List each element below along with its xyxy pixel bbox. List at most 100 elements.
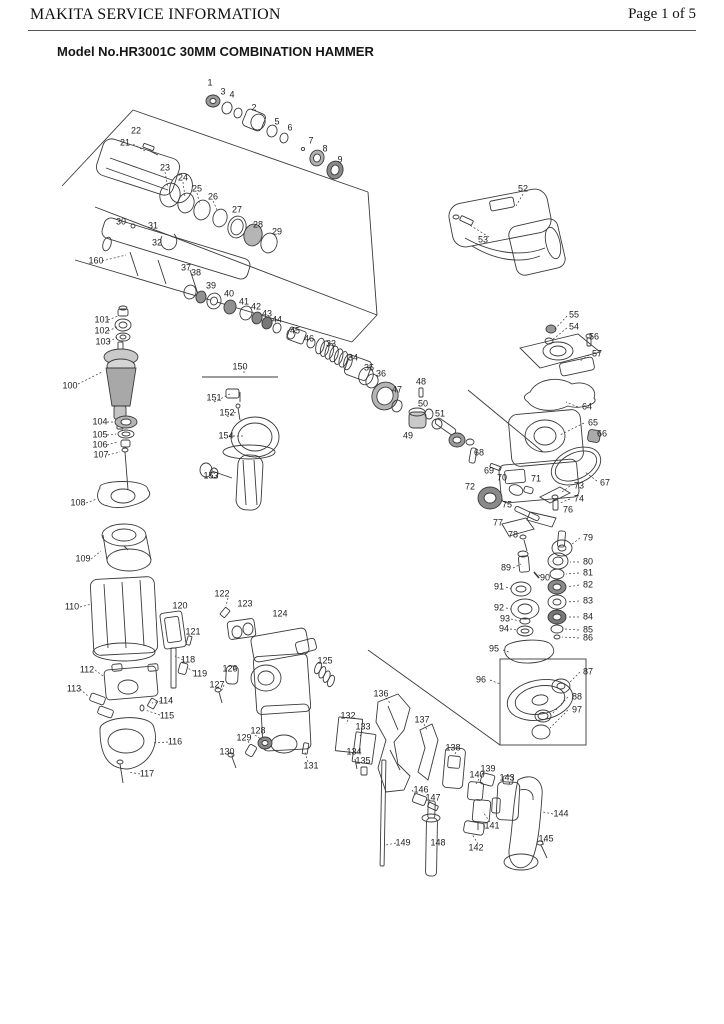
part-label-123: 123 (237, 598, 253, 609)
part-label-126: 126 (222, 663, 238, 674)
part-label-151: 151 (206, 392, 222, 403)
part-label-56: 56 (588, 331, 600, 342)
part-label-26: 26 (207, 191, 219, 202)
part-label-149: 149 (395, 837, 411, 848)
part-label-1: 1 (207, 77, 213, 88)
part-label-37: 37 (180, 262, 192, 273)
part-label-79: 79 (582, 532, 594, 543)
part-label-75: 75 (501, 499, 513, 510)
model-title: Model No.HR3001C 30MM COMBINATION HAMMER (57, 44, 374, 59)
part-label-42: 42 (250, 301, 262, 312)
part-label-124: 124 (272, 608, 288, 619)
part-label-38: 38 (190, 267, 202, 278)
part-label-71: 71 (530, 473, 542, 484)
part-label-7: 7 (308, 135, 314, 146)
part-label-120: 120 (172, 600, 188, 611)
part-label-118: 118 (180, 654, 196, 665)
part-label-6: 6 (287, 122, 293, 133)
part-label-21: 21 (119, 137, 131, 148)
part-label-101: 101 (94, 314, 110, 325)
part-label-55: 55 (568, 309, 580, 320)
part-label-137: 137 (414, 714, 430, 725)
part-label-29: 29 (271, 226, 283, 237)
part-label-36: 36 (375, 368, 387, 379)
part-label-102: 102 (94, 325, 110, 336)
part-label-35: 35 (363, 362, 375, 373)
part-label-72: 72 (464, 481, 476, 492)
part-label-116: 116 (167, 736, 183, 747)
part-label-88: 88 (571, 691, 583, 702)
part-label-51: 51 (434, 408, 446, 419)
part-label-52: 52 (517, 183, 529, 194)
part-label-141: 141 (484, 820, 500, 831)
header-divider (28, 30, 696, 31)
part-label-69: 69 (483, 465, 495, 476)
part-label-70: 70 (496, 472, 508, 483)
part-label-81: 81 (582, 567, 594, 578)
part-label-31: 31 (147, 220, 159, 231)
part-label-130: 130 (219, 746, 235, 757)
part-label-24: 24 (177, 172, 189, 183)
part-label-160: 160 (88, 255, 104, 266)
part-label-34: 34 (347, 352, 359, 363)
part-label-80: 80 (582, 556, 594, 567)
part-label-2: 2 (251, 102, 257, 113)
part-label-132: 132 (340, 710, 356, 721)
part-label-109: 109 (75, 553, 91, 564)
part-label-68: 68 (473, 447, 485, 458)
part-label-114: 114 (158, 695, 174, 706)
part-label-110: 110 (64, 601, 80, 612)
part-label-148: 148 (430, 837, 446, 848)
part-label-139: 139 (480, 763, 496, 774)
part-label-154: 154 (218, 430, 234, 441)
page-header-title: MAKITA SERVICE INFORMATION (30, 6, 281, 23)
part-label-147: 147 (425, 792, 441, 803)
part-label-119: 119 (192, 668, 208, 679)
part-label-122: 122 (214, 588, 230, 599)
part-label-128: 128 (250, 725, 266, 736)
part-label-105: 105 (92, 429, 108, 440)
part-label-153: 153 (203, 470, 219, 481)
part-label-138: 138 (445, 742, 461, 753)
part-label-74: 74 (573, 493, 585, 504)
part-label-43: 43 (261, 308, 273, 319)
part-label-140: 140 (469, 769, 485, 780)
part-label-73: 73 (573, 480, 585, 491)
part-label-144: 144 (553, 808, 569, 819)
part-label-4: 4 (229, 89, 235, 100)
part-label-8: 8 (322, 143, 328, 154)
part-label-46: 46 (303, 333, 315, 344)
part-label-150: 150 (232, 361, 248, 372)
part-label-76: 76 (562, 504, 574, 515)
part-label-64: 64 (581, 401, 593, 412)
part-label-41: 41 (238, 296, 250, 307)
part-label-107: 107 (93, 449, 109, 460)
part-label-39: 39 (205, 280, 217, 291)
part-label-106: 106 (92, 439, 108, 450)
part-label-104: 104 (92, 416, 108, 427)
part-label-49: 49 (402, 430, 414, 441)
part-label-5: 5 (274, 116, 280, 127)
part-label-44: 44 (271, 314, 283, 325)
part-label-40: 40 (223, 288, 235, 299)
part-label-27: 27 (231, 204, 243, 215)
part-label-53: 53 (477, 234, 489, 245)
part-label-22: 22 (130, 125, 142, 136)
part-label-117: 117 (139, 768, 155, 779)
part-label-9: 9 (337, 154, 343, 165)
part-label-87: 87 (582, 666, 594, 677)
part-label-136: 136 (373, 688, 389, 699)
part-label-30: 30 (115, 216, 127, 227)
part-label-66: 66 (596, 428, 608, 439)
part-label-96: 96 (475, 674, 487, 685)
part-label-3: 3 (220, 86, 226, 97)
part-label-142: 142 (468, 842, 484, 853)
part-label-103: 103 (95, 336, 111, 347)
part-label-23: 23 (159, 162, 171, 173)
part-label-97: 97 (571, 704, 583, 715)
part-label-32: 32 (151, 237, 163, 248)
part-label-83: 83 (582, 595, 594, 606)
